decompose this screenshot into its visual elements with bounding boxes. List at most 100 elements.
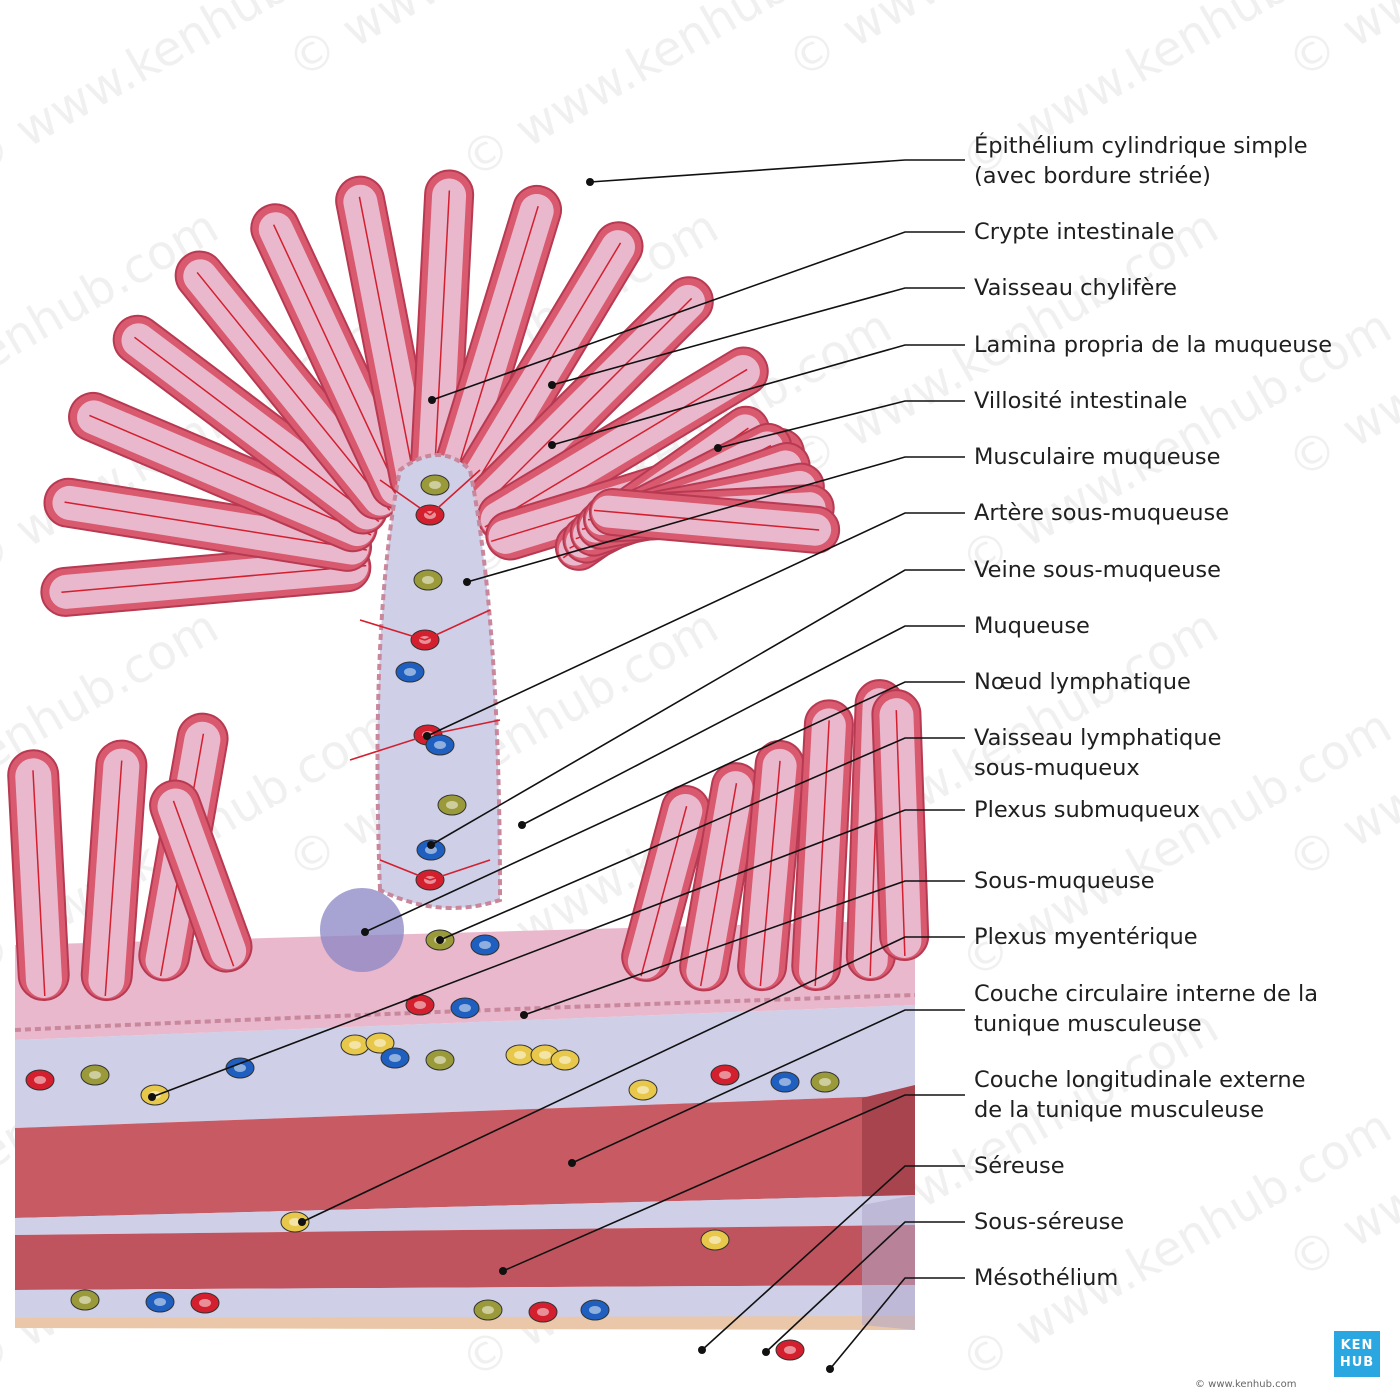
- vessel-lumen: [199, 1299, 211, 1307]
- label-epithelium: Épithélium cylindrique simple (avec bord…: [974, 131, 1308, 191]
- villus: [7, 749, 70, 1002]
- intermuscular-band: [15, 1195, 915, 1235]
- vessel-lumen: [429, 481, 441, 489]
- longitudinal-muscle-layer: [15, 1225, 915, 1290]
- villus-capillary: [474, 297, 693, 516]
- capillary-branch: [424, 609, 491, 641]
- label-longitudinale-line2: de la tunique musculeuse: [974, 1097, 1265, 1123]
- leader-circulaire: [571, 1009, 965, 1164]
- leader-plexus-my: [301, 936, 965, 1223]
- leader-sous-sereuse: [765, 1221, 965, 1353]
- label-villosite: Villosité intestinale: [974, 388, 1188, 414]
- villus-capillary: [358, 196, 419, 498]
- leader-dot-crypte: [428, 396, 436, 404]
- leader-dot-circulaire: [568, 1159, 576, 1167]
- label-muqueuse: Muqueuse: [974, 613, 1090, 639]
- wall-layers: [15, 1005, 915, 1330]
- villus-capillary: [484, 368, 748, 528]
- capillary-branch: [379, 479, 431, 516]
- capillary-branch: [359, 619, 426, 641]
- central-fold: [375, 453, 503, 910]
- leader-dot-muqueuse: [518, 821, 526, 829]
- leader-dot-musculaire: [463, 578, 471, 586]
- leader-dot-plexus-sub: [148, 1093, 156, 1101]
- vessel-lumen: [479, 941, 491, 949]
- villus-capillary: [32, 770, 46, 997]
- label-noeud: Nœud lymphatique: [974, 669, 1191, 695]
- villus: [871, 689, 930, 962]
- leader-lines: [148, 159, 965, 1373]
- vessel-lumen: [559, 1056, 571, 1064]
- villus-capillary: [759, 760, 781, 987]
- label-sereuse: Séreuse: [974, 1153, 1065, 1179]
- subserosa-band: [15, 1285, 915, 1320]
- watermark-text: © www.kenhub.com: [1278, 0, 1400, 90]
- villus: [448, 221, 644, 513]
- vessel-lumen: [446, 801, 458, 809]
- vessel-lumen: [434, 741, 446, 749]
- villus-capillary: [447, 205, 539, 500]
- vessel-lumen: [425, 846, 437, 854]
- leader-musculaire: [466, 456, 965, 583]
- label-artere: Artère sous-muqueuse: [974, 500, 1230, 526]
- leader-chylifere: [551, 287, 965, 386]
- leader-lamina: [551, 344, 965, 446]
- label-veine: Veine sous-muqueuse: [974, 557, 1221, 583]
- label-longitudinale-line1: Couche longitudinale externe: [974, 1067, 1306, 1093]
- leader-dot-mesothelium: [826, 1365, 834, 1373]
- vessel-lumen: [389, 1054, 401, 1062]
- villus-capillary: [432, 190, 451, 497]
- copyright-text: © www.kenhub.com: [1195, 1379, 1297, 1390]
- label-crypte: Crypte intestinale: [974, 219, 1175, 245]
- leader-dot-sous-sereuse: [762, 1348, 770, 1356]
- label-epithelium-line1: Épithélium cylindrique simple: [974, 133, 1308, 159]
- kenhub-logo: KEN HUB: [1334, 1331, 1380, 1377]
- label-vaisseau-lymph-line2: sous-muqueux: [974, 755, 1140, 781]
- submucosa-band: [15, 1005, 915, 1128]
- logo-line2: HUB: [1339, 1355, 1375, 1370]
- villus: [43, 477, 373, 572]
- leader-longitudinale: [502, 1094, 965, 1272]
- vessel-lumen: [637, 1086, 649, 1094]
- label-plexus-my: Plexus myentérique: [974, 924, 1198, 950]
- leader-artere: [426, 512, 965, 737]
- villus-capillary: [462, 242, 622, 506]
- wall-side-shade: [862, 1195, 915, 1330]
- villi-group: [7, 169, 930, 1002]
- leader-dot-lamina: [548, 441, 556, 449]
- villus-capillary: [640, 805, 688, 977]
- leader-sous-muqueuse: [523, 880, 965, 1016]
- villus: [149, 779, 253, 973]
- vessel-lumen: [784, 1346, 796, 1354]
- leader-dot-artere: [423, 732, 431, 740]
- vessel-lumen: [79, 1296, 91, 1304]
- villus-capillary: [61, 564, 367, 593]
- villus: [112, 314, 388, 535]
- villus: [477, 346, 769, 542]
- label-vaisseau-lymph-line1: Vaisseau lymphatique: [974, 725, 1222, 751]
- label-plexus-sub: Plexus submuqueux: [974, 797, 1201, 823]
- vessel-lumen: [404, 668, 416, 676]
- leader-dot-sous-muqueuse: [520, 1011, 528, 1019]
- label-mesothelium: Mésothélium: [974, 1265, 1119, 1291]
- leader-dot-sereuse: [698, 1346, 706, 1354]
- leader-dot-veine: [427, 841, 435, 849]
- vessel-lumen: [537, 1308, 549, 1316]
- leader-plexus-sub: [151, 809, 965, 1098]
- label-sous-muqueuse: Sous-muqueuse: [974, 868, 1155, 894]
- capillary-branch: [379, 859, 431, 881]
- villus-capillary: [104, 760, 123, 997]
- villus: [174, 250, 403, 520]
- leader-crypte: [431, 231, 965, 401]
- vessel-lumen: [414, 1001, 426, 1009]
- villus: [80, 739, 148, 1002]
- leader-dot-villosite: [714, 444, 722, 452]
- vessel-lumen: [154, 1298, 166, 1306]
- leader-sereuse: [701, 1165, 965, 1351]
- vessel-lumen: [709, 1236, 721, 1244]
- circular-muscle-side: [862, 1085, 915, 1205]
- villus-capillary: [593, 509, 820, 531]
- villus-capillary: [89, 414, 372, 536]
